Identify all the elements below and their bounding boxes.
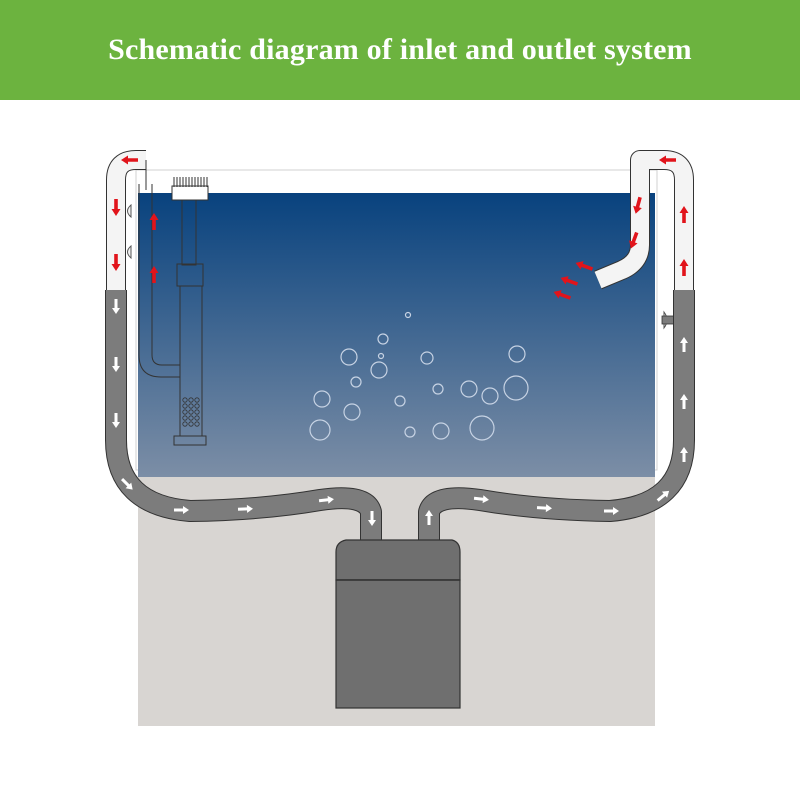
white-arrow-icon [680, 337, 688, 352]
bubble-icon [350, 376, 362, 388]
red-arrow-icon [121, 155, 138, 165]
red-arrow-icon [111, 254, 121, 271]
white-arrow-icon [368, 511, 376, 526]
red-arrow-icon [679, 206, 689, 223]
red-arrow-icon [553, 290, 572, 300]
white-arrow-icon [536, 504, 552, 513]
aquarium-water [138, 193, 655, 477]
red-arrow-icon [633, 196, 642, 214]
title-banner: Schematic diagram of inlet and outlet sy… [0, 0, 800, 100]
bubble-icon [432, 383, 444, 395]
bubble-icon [420, 351, 434, 365]
bubble-icon [394, 395, 406, 407]
bubble-icon [343, 403, 361, 421]
white-arrow-icon [112, 357, 120, 372]
bubble-icon [432, 422, 450, 440]
red-arrow-icon [149, 213, 159, 230]
bubbles [309, 311, 529, 441]
red-arrow-icon [679, 259, 689, 276]
intake-strainer [171, 177, 209, 446]
white-arrow-icon [112, 413, 120, 428]
red-arrow-icon [659, 155, 676, 165]
bubble-icon [313, 390, 331, 408]
bubble-icon [377, 333, 389, 345]
white-arrow-icon [112, 299, 120, 314]
bubble-icon [469, 415, 495, 441]
white-flow-arrows [112, 299, 688, 526]
bubble-icon [309, 419, 331, 441]
red-arrow-icon [560, 276, 579, 286]
canister-filter [335, 539, 461, 709]
bubble-icon [377, 352, 385, 360]
suction-cup-left [127, 203, 132, 260]
white-arrow-icon [680, 394, 688, 409]
white-arrow-icon [680, 447, 688, 462]
white-arrow-icon [237, 504, 253, 513]
white-arrow-icon [120, 477, 133, 490]
red-arrow-icon [575, 261, 594, 271]
white-arrow-icon [604, 507, 619, 515]
bubble-icon [370, 361, 388, 379]
bubble-icon [340, 348, 358, 366]
red-flow-arrows [111, 155, 689, 300]
page-title: Schematic diagram of inlet and outlet sy… [108, 33, 692, 66]
bubble-icon [508, 345, 526, 363]
white-arrow-icon [425, 510, 433, 525]
bubble-icon [404, 311, 412, 319]
white-arrow-icon [174, 506, 189, 514]
red-arrow-icon [149, 266, 159, 283]
red-arrow-icon [111, 199, 121, 216]
red-arrow-icon [629, 231, 639, 249]
bubble-icon [460, 380, 478, 398]
inlet-inner-tube [138, 184, 180, 378]
bubble-icon [503, 375, 529, 401]
white-arrow-icon [318, 495, 334, 504]
bubble-icon [481, 387, 499, 405]
bubble-icon [404, 426, 416, 438]
white-arrow-icon [473, 495, 489, 504]
white-arrow-icon [656, 490, 670, 502]
